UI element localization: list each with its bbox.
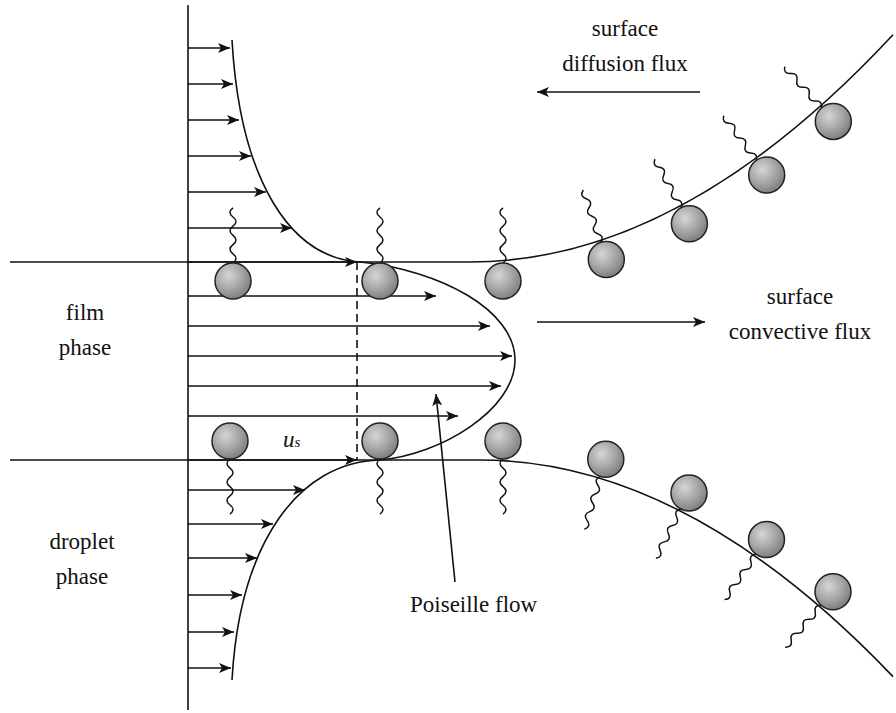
- surfactant-head: [362, 423, 398, 459]
- velocity-arrows: [188, 48, 512, 668]
- surfactant-tail: [722, 553, 759, 602]
- upper-interface: [10, 35, 893, 262]
- surfactant-tail: [782, 65, 823, 110]
- velocity-arrow: [188, 155, 251, 157]
- surfactant-heads: [212, 103, 851, 609]
- profile-axis: [187, 5, 189, 710]
- velocity-arrow: [188, 557, 257, 559]
- surfactant-tail: [582, 476, 604, 531]
- velocity-arrow: [188, 355, 512, 357]
- surfactant-tails: [227, 65, 824, 649]
- surfactant-head: [671, 475, 707, 511]
- velocity-arrow: [188, 523, 273, 525]
- phase-label: droplet phase: [42, 525, 122, 594]
- velocity-arrow: [188, 227, 292, 229]
- flow-label: Poiseille flow: [410, 588, 537, 623]
- surfactant-tail: [230, 208, 236, 263]
- velocity-arrow: [188, 191, 266, 193]
- surfactant-tail: [783, 603, 824, 649]
- flux-arrows: [436, 92, 705, 582]
- surfactant-tail: [227, 459, 233, 514]
- velocity-arrow: [188, 325, 490, 327]
- surfactant-head: [671, 206, 707, 242]
- velocity-arrow: [188, 667, 231, 669]
- surfactant-tail: [721, 114, 758, 162]
- velocity-arrow: [188, 415, 458, 417]
- dashed-line: [356, 262, 358, 460]
- phase-label: film phase: [50, 296, 120, 365]
- leader-arrow: [436, 394, 455, 582]
- surfactant-head: [749, 157, 785, 193]
- axes-and-interfaces: [10, 5, 893, 710]
- surfactant-head: [588, 441, 624, 477]
- velocity-arrow: [188, 631, 234, 633]
- surfactant-tail: [377, 459, 383, 514]
- surfactant-tail: [500, 459, 506, 514]
- surfactant-head: [212, 423, 248, 459]
- surfactant-head: [485, 263, 521, 299]
- surfactant-tail: [500, 208, 506, 263]
- lower-interface: [10, 460, 893, 677]
- surfactant-head: [815, 574, 851, 610]
- flux-label: surface diffusion flux: [555, 12, 695, 81]
- surfactant-head: [588, 242, 624, 278]
- surfactant-tail: [377, 208, 383, 263]
- flux-label: surface convective flux: [725, 280, 875, 349]
- velocity-arrow: [188, 119, 239, 121]
- velocity-arrow: [188, 489, 305, 491]
- surfactant-head: [485, 423, 521, 459]
- velocity-arrow: [188, 459, 357, 461]
- velocity-arrow: [188, 83, 233, 85]
- surfactant-tail: [653, 508, 683, 560]
- lower-droplet-profile: [232, 460, 380, 680]
- velocity-symbol: us: [283, 424, 300, 456]
- velocity-arrow: [188, 47, 230, 49]
- velocity-arrow: [188, 594, 242, 596]
- surfactant-head: [749, 522, 785, 558]
- surfactant-tail: [652, 158, 683, 210]
- surfactant-head: [815, 103, 851, 139]
- velocity-arrow: [188, 261, 357, 263]
- surfactant-tail: [580, 189, 603, 243]
- convective-flux-arrow: [537, 321, 705, 323]
- surfactant-head: [362, 263, 398, 299]
- surfactant-head: [215, 263, 251, 299]
- diffusion-flux-arrow: [537, 91, 700, 93]
- velocity-arrow: [188, 385, 501, 387]
